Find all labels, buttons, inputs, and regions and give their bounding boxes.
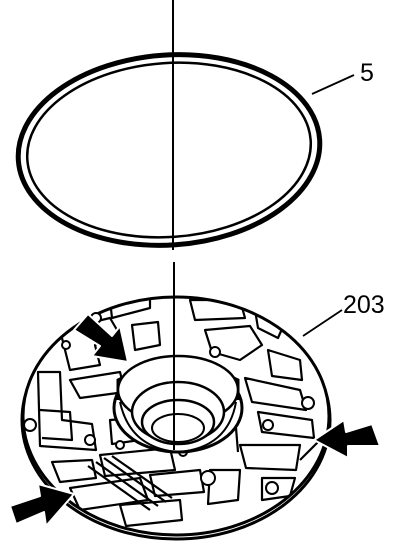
arrow-right (313, 419, 381, 459)
callout-label-seal-ring: 5 (360, 59, 374, 87)
callout-label-pump-cover: 203 (343, 291, 385, 319)
leader-line-seal-ring (311, 74, 355, 95)
pump-hub (112, 354, 244, 454)
seal-ring (15, 52, 323, 248)
leader-line-pump-cover (302, 309, 343, 337)
arrow-bottom-left (9, 483, 75, 527)
arrow-top-left (73, 313, 129, 363)
